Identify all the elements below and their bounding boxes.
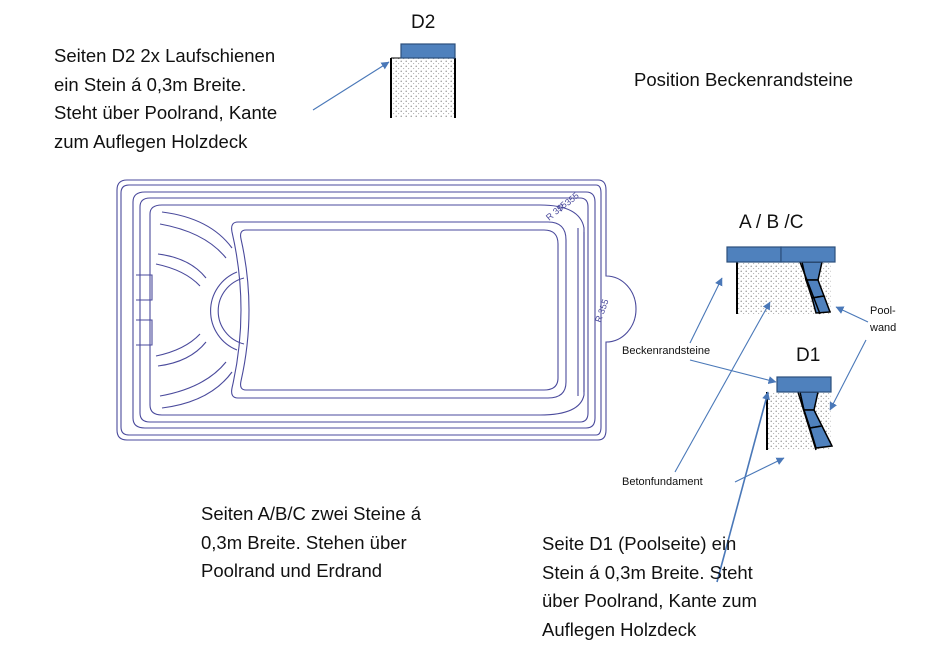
step-arc-4 (155, 263, 201, 287)
pool-outer-edge-inner (120, 184, 602, 436)
d2-stone (400, 43, 456, 59)
label-poolwand-2: wand (870, 322, 897, 334)
note-d1-line: über Poolrand, Kante zum (542, 590, 757, 611)
pool-basin-inner (240, 229, 559, 391)
d1-stone (776, 376, 832, 393)
note-d1-line: Stein á 0,3m Breite. Steht (542, 561, 753, 583)
title-position: Position Beckenrandsteine (634, 69, 854, 90)
step-arc-1 (161, 211, 233, 249)
pool-basin (231, 221, 567, 399)
arrow-d2-note (312, 61, 390, 111)
arrow-poolwand-down (829, 339, 867, 411)
arrow-beckenrandsteine-d1 (689, 359, 777, 385)
label-betonfundament: Betonfundament (622, 476, 703, 488)
pool-rim-inner (139, 197, 589, 423)
note-d2-line: Seiten D2 2x Laufschienen (54, 45, 276, 66)
section-d2 (390, 43, 456, 118)
pool-rim (132, 191, 596, 429)
d1-pool-wall (799, 391, 834, 449)
step-arc-6 (159, 361, 227, 397)
step-half-circle (210, 271, 238, 351)
step-arc-2 (159, 223, 227, 259)
section-d1 (766, 376, 834, 451)
note-d2-line: ein Stein á 0,3m Breite. (54, 73, 247, 95)
label-abc: A / B /C (739, 212, 804, 233)
step-arc-5 (161, 371, 233, 409)
d2-concrete (391, 58, 455, 118)
label-beckenrandsteine: Beckenrandsteine (622, 345, 711, 357)
note-d2-line: zum Auflegen Holzdeck (54, 130, 248, 152)
note-abc-line: 0,3m Breite. Stehen über (201, 531, 407, 553)
step-niche-bottom (136, 319, 153, 346)
abc-stone-right (780, 246, 836, 263)
pool-plan (116, 179, 637, 441)
note-d1-line: Auflegen Holzdeck (542, 618, 697, 640)
step-arc-3 (157, 253, 207, 279)
pool-outer-edge (116, 179, 637, 441)
arrow-betonfundament-d1 (734, 457, 785, 483)
label-d1: D1 (796, 345, 821, 366)
note-abc-line: Seiten A/B/C zwei Steine á (201, 503, 422, 524)
arrow-poolwand-up (835, 306, 869, 323)
note-abc: Seiten A/B/C zwei Steine á 0,3m Breite. … (201, 500, 421, 586)
step-arc-7 (157, 341, 207, 367)
step-niche-top (136, 274, 153, 301)
arrow-d1-note (716, 391, 770, 583)
note-d2: Seiten D2 2x Laufschienen ein Stein á 0,… (54, 42, 277, 156)
note-d1-line: Seite D1 (Poolseite) ein (542, 533, 737, 554)
label-d2: D2 (411, 12, 436, 33)
arrow-betonfundament-up (674, 301, 771, 473)
label-poolwand-1: Pool- (870, 305, 896, 317)
note-d1: Seite D1 (Poolseite) ein Stein á 0,3m Br… (542, 530, 757, 644)
arrows (312, 61, 869, 583)
section-abc (726, 246, 836, 315)
step-label-3: R 355 (593, 298, 611, 324)
abc-stone-left (726, 246, 782, 263)
step-half-circle-inner (217, 277, 245, 345)
step-area (149, 204, 585, 416)
note-d2-line: Steht über Poolrand, Kante (54, 102, 278, 123)
arrow-beckenrandsteine-up (689, 277, 723, 344)
note-abc-line: Poolrand und Erdrand (201, 560, 383, 581)
step-arc-8 (155, 333, 201, 357)
